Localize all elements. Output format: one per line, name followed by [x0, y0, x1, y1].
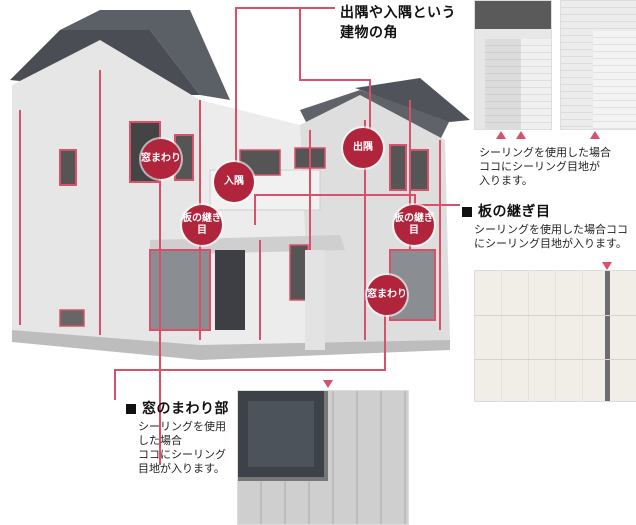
joint-desc: シーリングを使用した場合ココにシーリング目地が入ります。	[474, 223, 628, 250]
badge-desumi: 出隅	[343, 128, 383, 168]
badge-itano-left: 板の継ぎ目	[182, 205, 222, 245]
pointer-down-joint	[602, 262, 612, 270]
badge-iriosumi: 入隅	[214, 162, 254, 202]
house-illustration	[10, 10, 470, 360]
pointer-up-3	[590, 131, 600, 139]
photo-inside-corner	[560, 0, 636, 130]
window-desc: シーリングを使用 した場合 ココにシーリング 目地が入ります。	[138, 420, 226, 475]
window-title: 窓のまわり部	[126, 398, 229, 418]
pointer-up-1	[496, 131, 506, 139]
corner-title: 出隅や入隅という 建物の角	[340, 5, 456, 41]
photo-board-joint	[474, 270, 636, 402]
joint-title: 板の継ぎ目	[462, 201, 551, 221]
badge-mado-lower: 窓まわり	[367, 275, 407, 315]
badge-mado: 窓まわり	[141, 139, 181, 179]
photo-outside-corner	[474, 0, 552, 130]
top-right-desc: シーリングを使用した場合 ココにシーリング目地が 入ります。	[479, 146, 611, 187]
photo-window-surround	[237, 390, 409, 525]
pointer-up-2	[516, 131, 526, 139]
badge-itano-right: 板の継ぎ目	[394, 205, 434, 245]
pointer-down-window	[323, 380, 333, 388]
